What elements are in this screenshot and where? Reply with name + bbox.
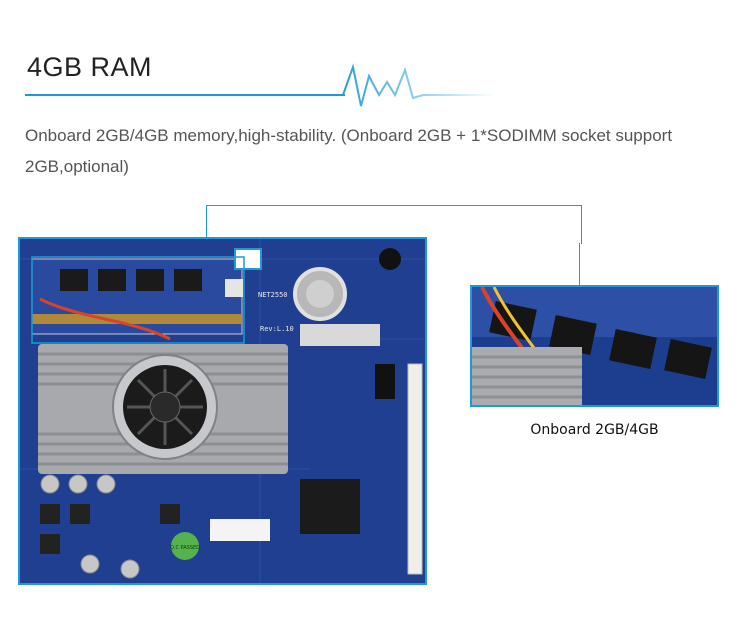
board-revision-label: Rev:L.10 [260,325,294,333]
memory-zoom-photo [470,285,719,407]
zoom-caption: Onboard 2GB/4GB [530,422,659,438]
feature-description: Onboard 2GB/4GB memory,high-stability. (… [25,126,673,176]
motherboard-photo: NET2550 Rev:L.10 Q.C PASSED [18,237,427,585]
qc-sticker-label: Q.C PASSED [170,545,200,551]
pulse-wave-icon [335,63,495,107]
callout-connector-drop [579,243,580,285]
title-underline [25,94,345,96]
board-model-label: NET2550 [258,291,288,299]
section-title: 4GB RAM [27,52,153,82]
callout-connector-top [206,205,582,244]
